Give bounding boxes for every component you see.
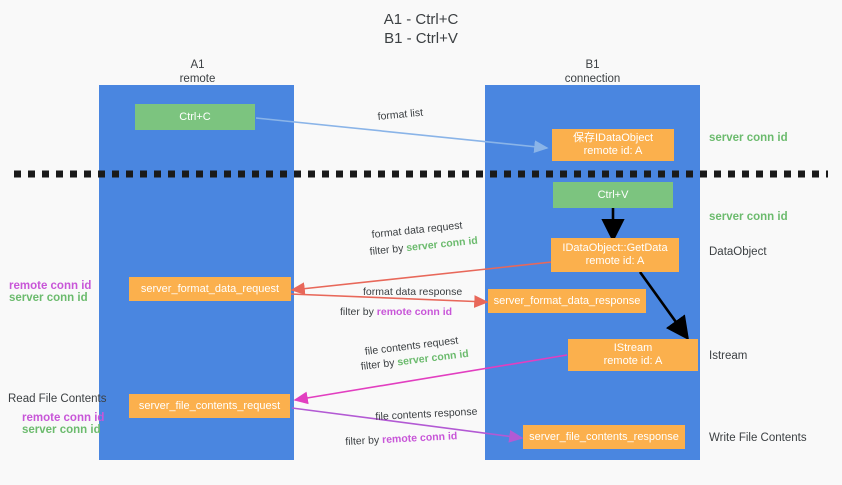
label-server-conn-id-mid: server conn id [709, 211, 788, 223]
node-save-idataobject[interactable]: 保存IDataObject remote id: A [552, 129, 674, 161]
filter-prefix: filter by [360, 356, 399, 373]
label-server-conn-id-1: server conn id [9, 292, 88, 304]
column-header-a1-name: A1 [190, 59, 205, 71]
column-header-b1-name: B1 [585, 59, 600, 71]
column-header-b1-sub: connection [564, 73, 621, 85]
column-header-b1: B1 connection [515, 58, 670, 86]
edge-label-file-contents-response-filter: filter by remote conn id [345, 429, 458, 449]
filter-prefix: filter by [345, 434, 383, 448]
label-server-conn-id-2: server conn id [22, 424, 101, 436]
page-title: A1 - Ctrl+C B1 - Ctrl+V [383, 11, 459, 47]
label-remote-conn-id-1: remote conn id [9, 280, 92, 292]
node-server-file-contents-response[interactable]: server_file_contents_response [523, 425, 685, 449]
label-write-file-contents: Write File Contents [709, 432, 807, 444]
label-server-conn-id-top: server conn id [709, 132, 788, 144]
node-istream[interactable]: IStream remote id: A [568, 339, 698, 371]
label-istream: Istream [709, 350, 748, 362]
node-server-format-data-request[interactable]: server_format_data_request [129, 277, 291, 301]
node-server-file-contents-request[interactable]: server_file_contents_request [129, 394, 290, 418]
node-idataobject-getdata[interactable]: IDataObject::GetData remote id: A [551, 238, 679, 272]
edge-label-format-list: format list [377, 106, 424, 123]
edge-label-file-contents-response: file contents response [375, 405, 478, 423]
label-read-file-contents: Read File Contents [8, 393, 107, 405]
filter-key-remote-conn-id: remote conn id [381, 430, 458, 447]
node-ctrl-v[interactable]: Ctrl+V [553, 182, 673, 208]
filter-key-remote-conn-id: remote conn id [376, 306, 453, 318]
edge-label-format-data-response-filter: filter by remote conn id [340, 305, 452, 319]
column-header-a1-sub: remote [179, 73, 216, 85]
node-ctrl-c[interactable]: Ctrl+C [135, 104, 255, 130]
label-remote-conn-id-2: remote conn id [22, 412, 105, 424]
edge-label-format-data-response: format data response [363, 286, 463, 298]
filter-key-server-conn-id: server conn id [405, 234, 479, 255]
label-data-object: DataObject [709, 246, 767, 258]
filter-prefix: filter by [340, 306, 377, 318]
filter-prefix: filter by [369, 242, 407, 258]
node-server-format-data-response[interactable]: server_format_data_response [488, 289, 646, 313]
column-header-a1: A1 remote [120, 58, 275, 86]
